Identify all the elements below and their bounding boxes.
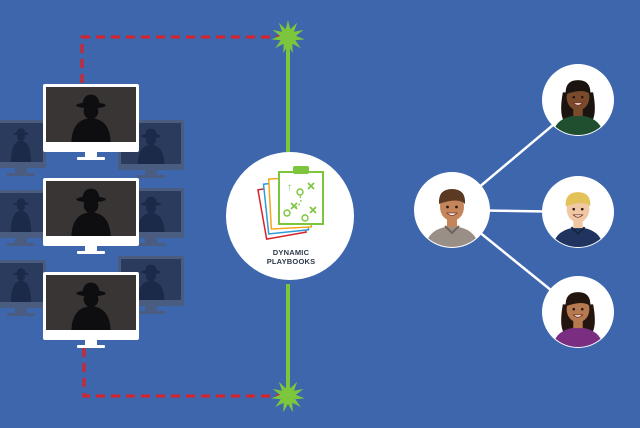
monitor-dim-left [0,260,46,316]
hooded-attacker-icon [71,94,111,142]
team-member-1 [542,64,614,136]
hooded-attacker-icon [137,128,165,164]
person-avatar-icon [552,192,604,247]
hooded-attacker-icon [10,198,32,232]
hooded-attacker-icon [137,264,165,300]
playbook-documents-icon: ↑ [257,166,324,240]
person-avatar-icon [425,189,479,247]
team-member-lead [414,172,490,248]
hooded-attacker-icon [71,188,111,236]
monitor-dim-left [0,190,46,246]
person-avatar-icon [552,80,604,135]
team-member-3 [542,276,614,348]
hooded-attacker-icon [10,128,32,162]
starburst-icon [271,20,305,54]
monitor-attacker-top [43,84,139,160]
attack-path-top [80,35,282,83]
attack-path-bottom [82,348,282,398]
svg-text:↑: ↑ [287,182,292,193]
team-member-2 [542,176,614,248]
playbook-label-line1: DYNAMIC [272,248,310,257]
hooded-attacker-icon [71,282,111,330]
monitor-dim-left [0,120,46,176]
monitor-attacker-middle [43,178,139,254]
hooded-attacker-icon [10,268,32,302]
playbook-label-line2: PLAYBOOKS [266,257,316,266]
person-avatar-icon [552,292,604,347]
starburst-icon [271,379,305,413]
hooded-attacker-icon [137,196,165,232]
monitor-attacker-bottom [43,272,139,348]
